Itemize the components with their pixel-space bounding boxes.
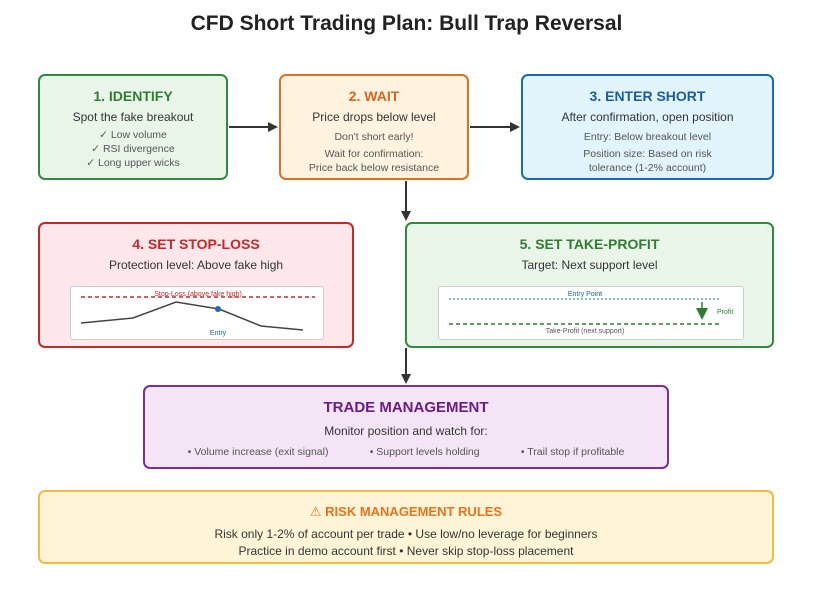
take-profit-mini-chart: Entry Point Profit Take-Profit (next sup… — [438, 286, 744, 340]
step-identify: 1. IDENTIFY Spot the fake breakout ✓ Low… — [38, 74, 228, 180]
trade-management: TRADE MANAGEMENT Monitor position and wa… — [143, 385, 669, 469]
stop-loss-mini-chart: Stop-Loss (above fake high) Entry — [70, 286, 324, 340]
step-enter-subtitle: After confirmation, open position — [561, 110, 734, 124]
step-stop-loss-subtitle: Protection level: Above fake high — [108, 258, 284, 272]
identify-item: ✓ Long upper wicks — [86, 157, 180, 169]
step-wait: 2. WAIT Price drops below level Don't sh… — [279, 74, 469, 180]
step-identify-subtitle: Spot the fake breakout — [72, 110, 194, 124]
identify-item: ✓ Low volume — [99, 129, 167, 141]
enter-line: Position size: Based on risk — [583, 148, 712, 160]
price-path — [80, 301, 304, 331]
step-take-profit-heading: 5. SET TAKE-PROFIT — [519, 236, 660, 252]
step-stop-loss-heading: 4. SET STOP-LOSS — [132, 236, 260, 252]
step-take-profit: 5. SET TAKE-PROFIT Target: Next support … — [405, 222, 774, 348]
stop-loss-label: Stop-Loss (above fake high) — [154, 291, 242, 298]
entry-point-label: Entry Point — [568, 291, 602, 298]
management-item: • Trail stop if profitable — [520, 446, 625, 458]
management-item: • Volume increase (exit signal) — [187, 446, 329, 458]
identify-item: ✓ RSI divergence — [91, 143, 175, 155]
enter-line: Entry: Below breakout level — [583, 131, 712, 143]
step-take-profit-subtitle: Target: Next support level — [521, 258, 658, 272]
management-item: • Support levels holding — [369, 446, 480, 458]
step-enter-short: 3. ENTER SHORT After confirmation, open … — [521, 74, 774, 180]
step-wait-subtitle: Price drops below level — [312, 110, 436, 124]
wait-line: Wait for confirmation: — [324, 148, 424, 160]
entry-label: Entry — [210, 330, 227, 337]
risk-heading: ⚠ RISK MANAGEMENT RULES — [309, 504, 503, 519]
risk-rule-line: Risk only 1-2% of account per trade • Us… — [214, 527, 598, 541]
wait-line: Don't short early! — [334, 131, 414, 143]
take-profit-label: Take-Profit (next support) — [546, 328, 625, 335]
profit-arrow-head — [696, 308, 708, 320]
risk-management-rules: ⚠ RISK MANAGEMENT RULES Risk only 1-2% o… — [38, 490, 774, 564]
entry-point-marker — [215, 306, 221, 312]
step-enter-heading: 3. ENTER SHORT — [589, 88, 706, 104]
profit-label: Profit — [717, 309, 733, 316]
risk-rule-line: Practice in demo account first • Never s… — [238, 544, 574, 558]
step-identify-heading: 1. IDENTIFY — [93, 88, 173, 104]
trade-management-subtitle: Monitor position and watch for: — [324, 424, 488, 438]
step-stop-loss: 4. SET STOP-LOSS Protection level: Above… — [38, 222, 354, 348]
diagram-title: CFD Short Trading Plan: Bull Trap Revers… — [190, 12, 623, 35]
step-wait-heading: 2. WAIT — [348, 88, 400, 104]
wait-line: Price back below resistance — [308, 162, 440, 174]
enter-line: tolerance (1-2% account) — [588, 162, 707, 174]
trade-management-heading: TRADE MANAGEMENT — [323, 399, 489, 416]
